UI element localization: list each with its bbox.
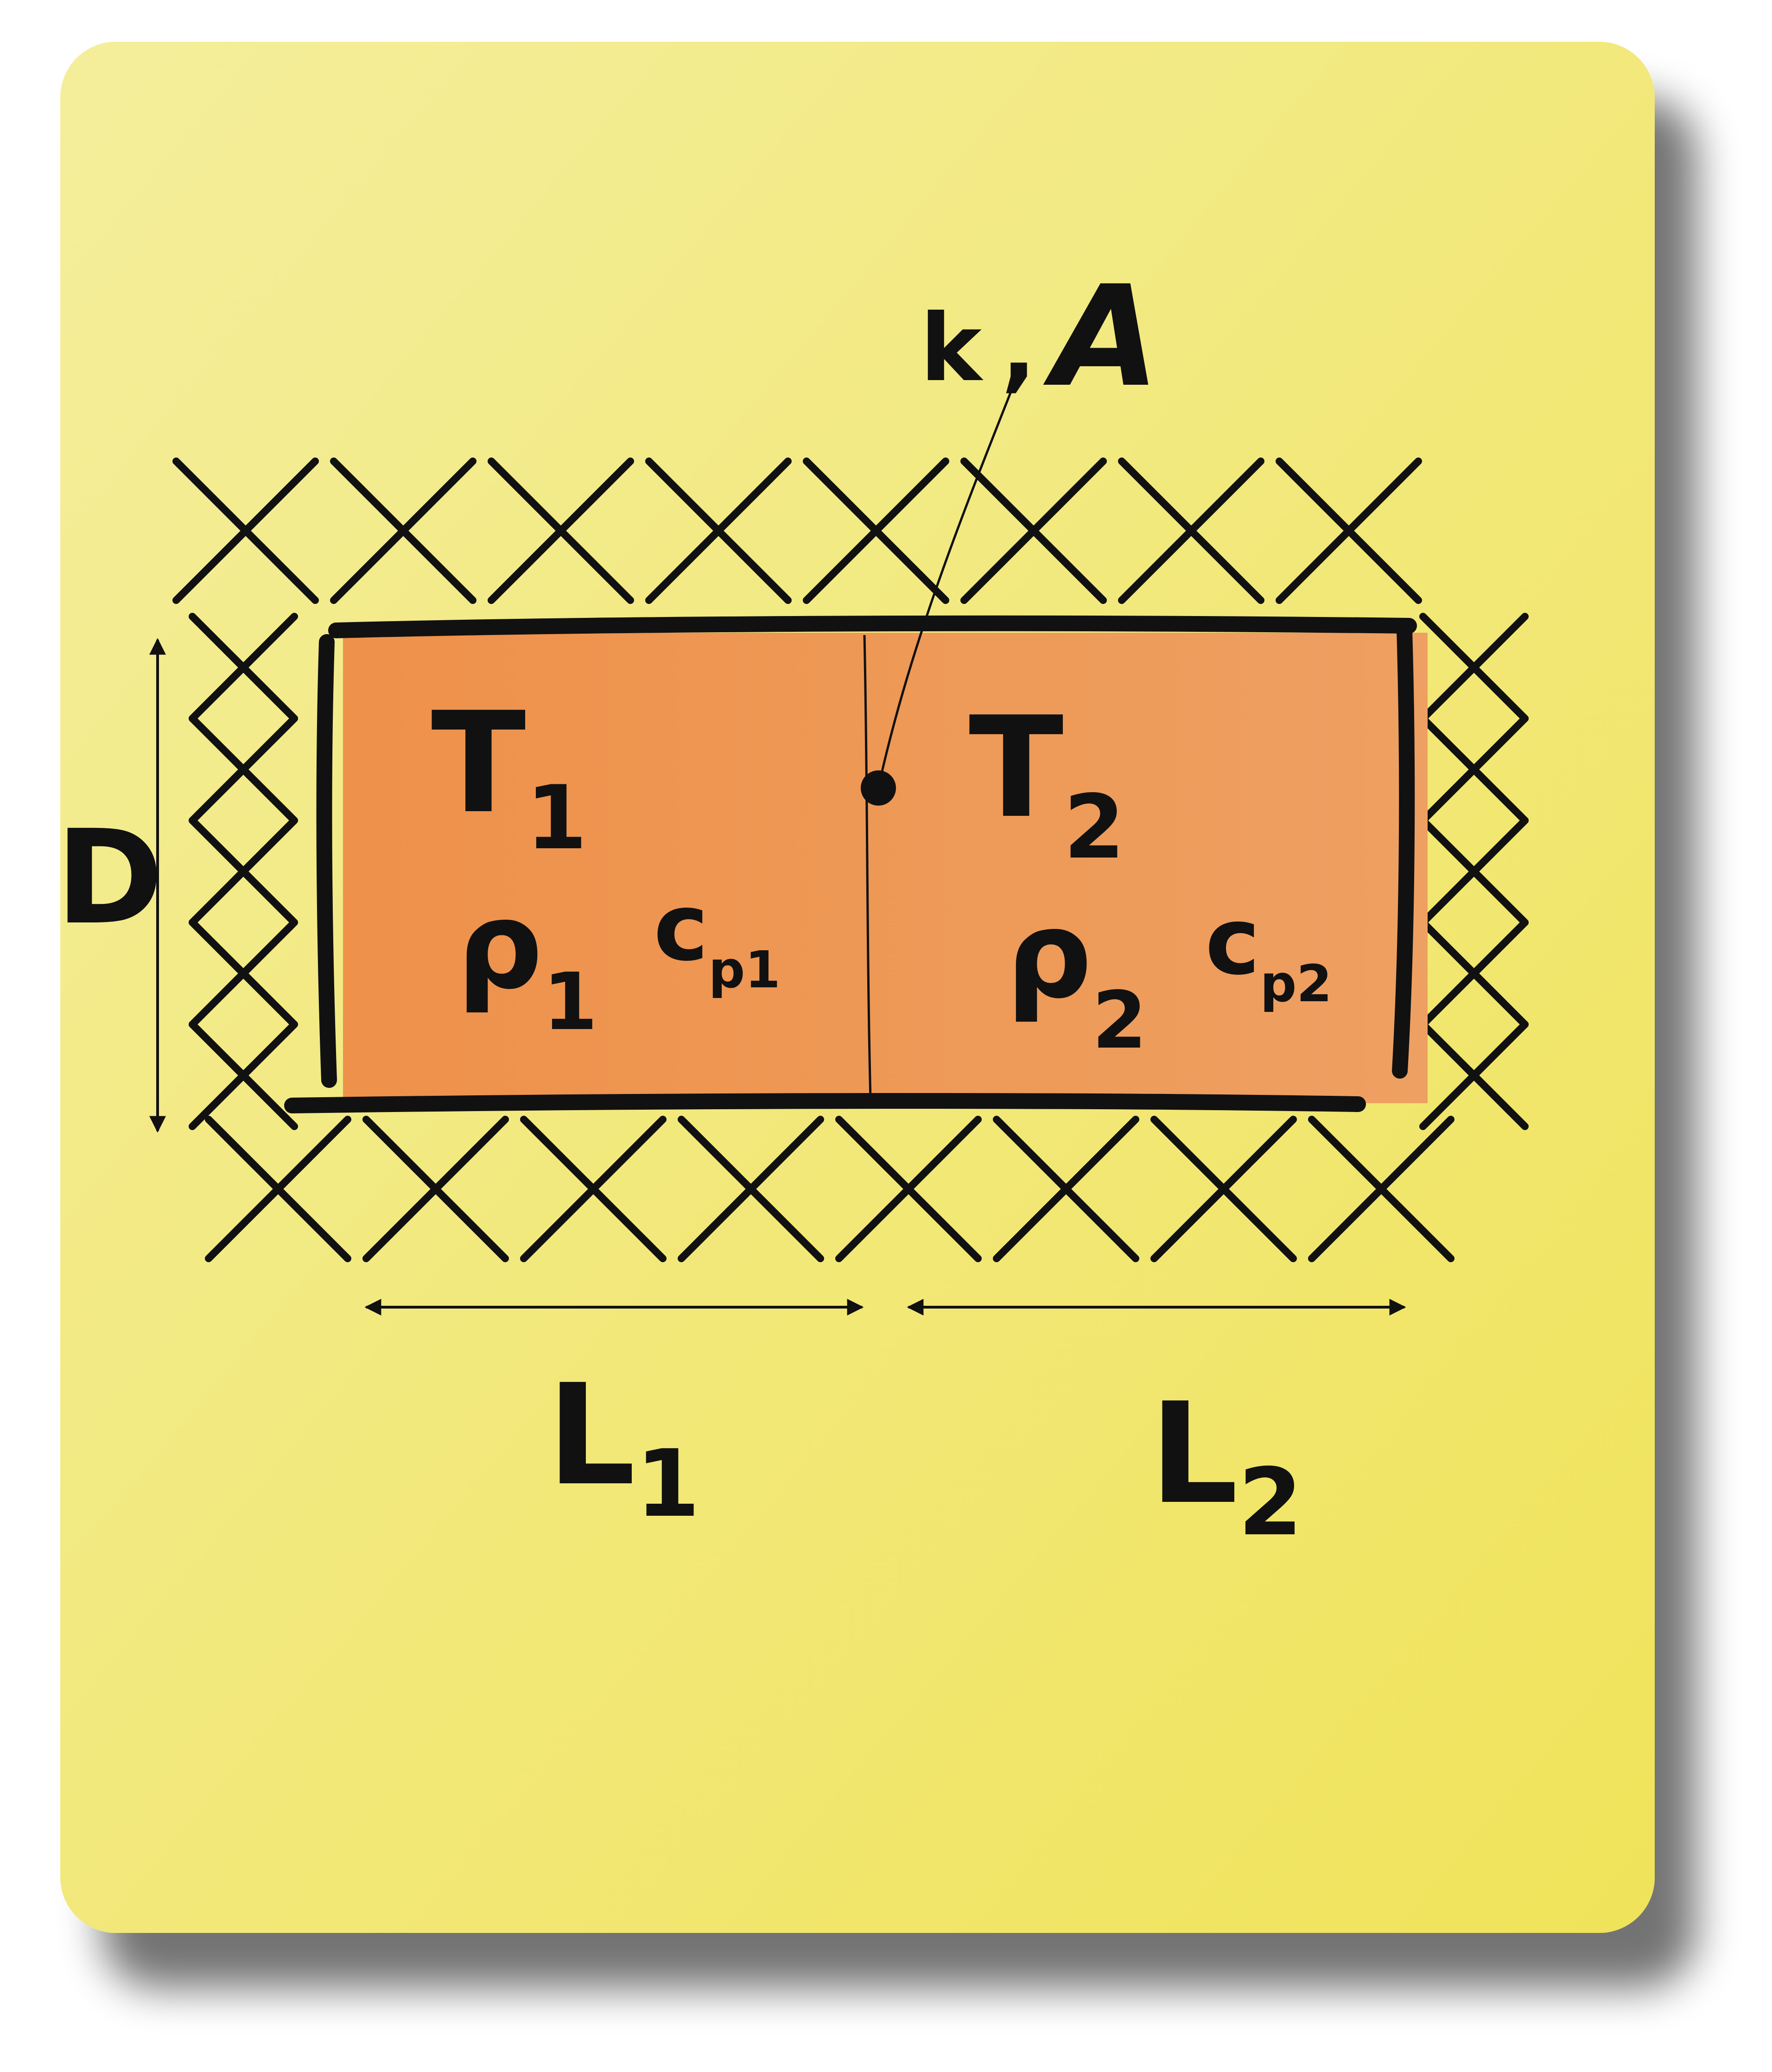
hatch-cross-right [1419, 1021, 1529, 1130]
hatch-cross-left [189, 817, 298, 926]
separator-comma: , [1001, 294, 1036, 402]
hatch-cross-bottom [678, 1116, 824, 1262]
block-outline [284, 615, 1417, 1113]
leader-line [877, 387, 1014, 788]
hatch-cross-left [189, 715, 298, 824]
hatch-cross-top [172, 458, 319, 604]
hatch-cross-top [960, 458, 1107, 604]
interface-line [863, 635, 872, 1099]
hatch-cross-bottom [1308, 1116, 1454, 1262]
height-label: D [56, 802, 163, 953]
hatch-cross-bottom [835, 1116, 982, 1262]
insulation-hatching [172, 458, 1529, 1262]
hatch-cross-right [1419, 715, 1529, 824]
specific-heat-1-label: cp1 [654, 874, 781, 999]
length-2-label: L2 [1150, 1373, 1302, 1557]
hatch-cross-bottom [205, 1116, 351, 1262]
hatch-cross-top [1276, 458, 1422, 604]
hatch-cross-bottom [993, 1116, 1139, 1262]
left-boundary [316, 634, 337, 1088]
hatch-cross-top [803, 458, 949, 604]
material-block [343, 633, 1428, 1103]
top-boundary [328, 615, 1417, 638]
length-1-label: L1 [547, 1354, 700, 1538]
conductivity-label: k [920, 294, 984, 402]
hatch-cross-left [189, 919, 298, 1028]
density-2-label: ρ2 [1006, 885, 1147, 1067]
hatch-cross-top [645, 458, 792, 604]
specific-heat-2-label: cp2 [1205, 888, 1332, 1013]
hatch-cross-right [1419, 919, 1529, 1028]
hatch-cross-left [189, 613, 298, 722]
hatch-cross-right [1419, 817, 1529, 926]
hatch-cross-right [1419, 613, 1529, 722]
hatch-cross-bottom [1150, 1116, 1297, 1262]
hatch-cross-bottom [362, 1116, 509, 1262]
temperature-1-label: T1 [431, 682, 587, 869]
hatch-cross-top [330, 458, 476, 604]
temperature-2-label: T2 [969, 687, 1125, 878]
hatch-cross-top [488, 458, 634, 604]
hatch-cross-bottom [520, 1116, 667, 1262]
hatch-cross-left [189, 1021, 298, 1130]
hatch-cross-top [1118, 458, 1264, 604]
right-boundary [1392, 623, 1415, 1079]
density-1-label: ρ1 [457, 876, 597, 1048]
area-label: A [1042, 256, 1160, 418]
bottom-boundary [284, 1093, 1366, 1113]
